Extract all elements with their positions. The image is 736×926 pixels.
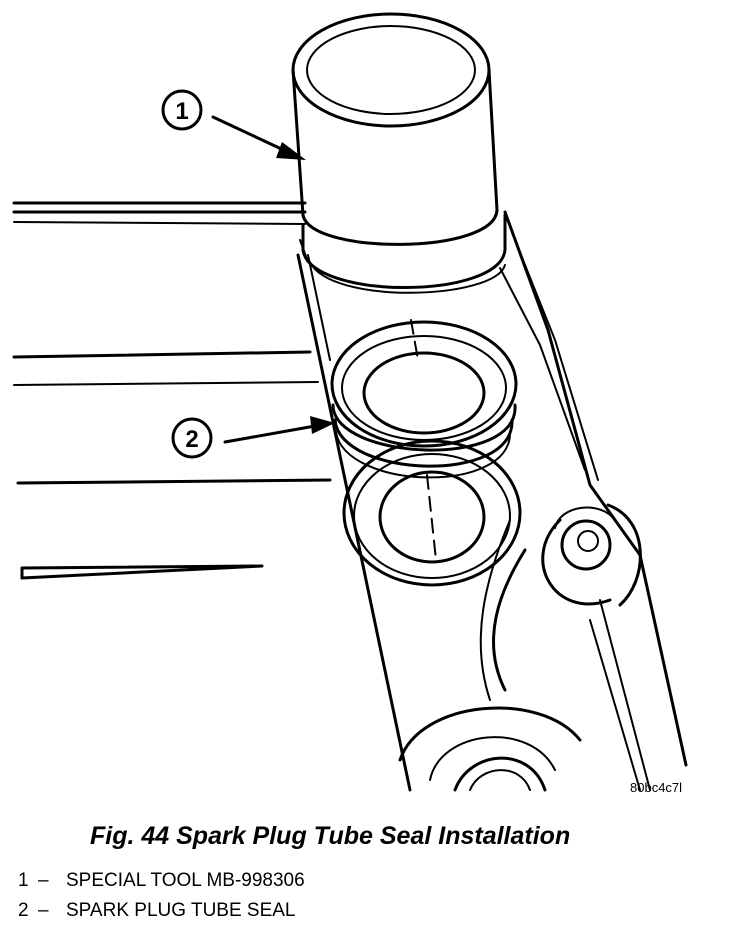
- centerline: [410, 319, 437, 561]
- callout-2-arrowhead: [310, 416, 335, 434]
- callout-1-number: 1: [175, 98, 188, 125]
- legend-item-1-separator: –: [38, 870, 49, 891]
- legend-item-2-label: SPARK PLUG TUBE SEAL: [66, 900, 296, 921]
- head-casting: [296, 210, 688, 792]
- callout-1-arrowhead: [276, 142, 306, 160]
- legend-item-2-separator: –: [38, 900, 49, 921]
- special-tool: [291, 12, 507, 294]
- callout-2: 2: [171, 416, 335, 459]
- figure-caption: Fig. 44 Spark Plug Tube Seal Installatio…: [90, 822, 571, 850]
- legend-item-1-number: 1: [18, 870, 29, 891]
- legend-item-2: 2–SPARK PLUG TUBE SEAL: [18, 896, 305, 926]
- legend-item-1: 1–SPECIAL TOOL MB-998306: [18, 866, 305, 896]
- head-left-edge-lines: [12, 201, 332, 580]
- callout-2-number: 2: [185, 426, 198, 453]
- callout-1: 1: [161, 89, 306, 160]
- bolt-boss: [554, 506, 616, 571]
- spark-plug-tube-bore: [342, 439, 522, 587]
- image-code: 80bc4c7l: [630, 780, 682, 795]
- legend-item-2-number: 2: [18, 900, 29, 921]
- seal-installation-illustration: 1 2 80bc4c7l: [12, 12, 688, 795]
- legend-item-1-label: SPECIAL TOOL MB-998306: [66, 870, 305, 891]
- figure-legend: 1–SPECIAL TOOL MB-998306 2–SPARK PLUG TU…: [18, 866, 305, 926]
